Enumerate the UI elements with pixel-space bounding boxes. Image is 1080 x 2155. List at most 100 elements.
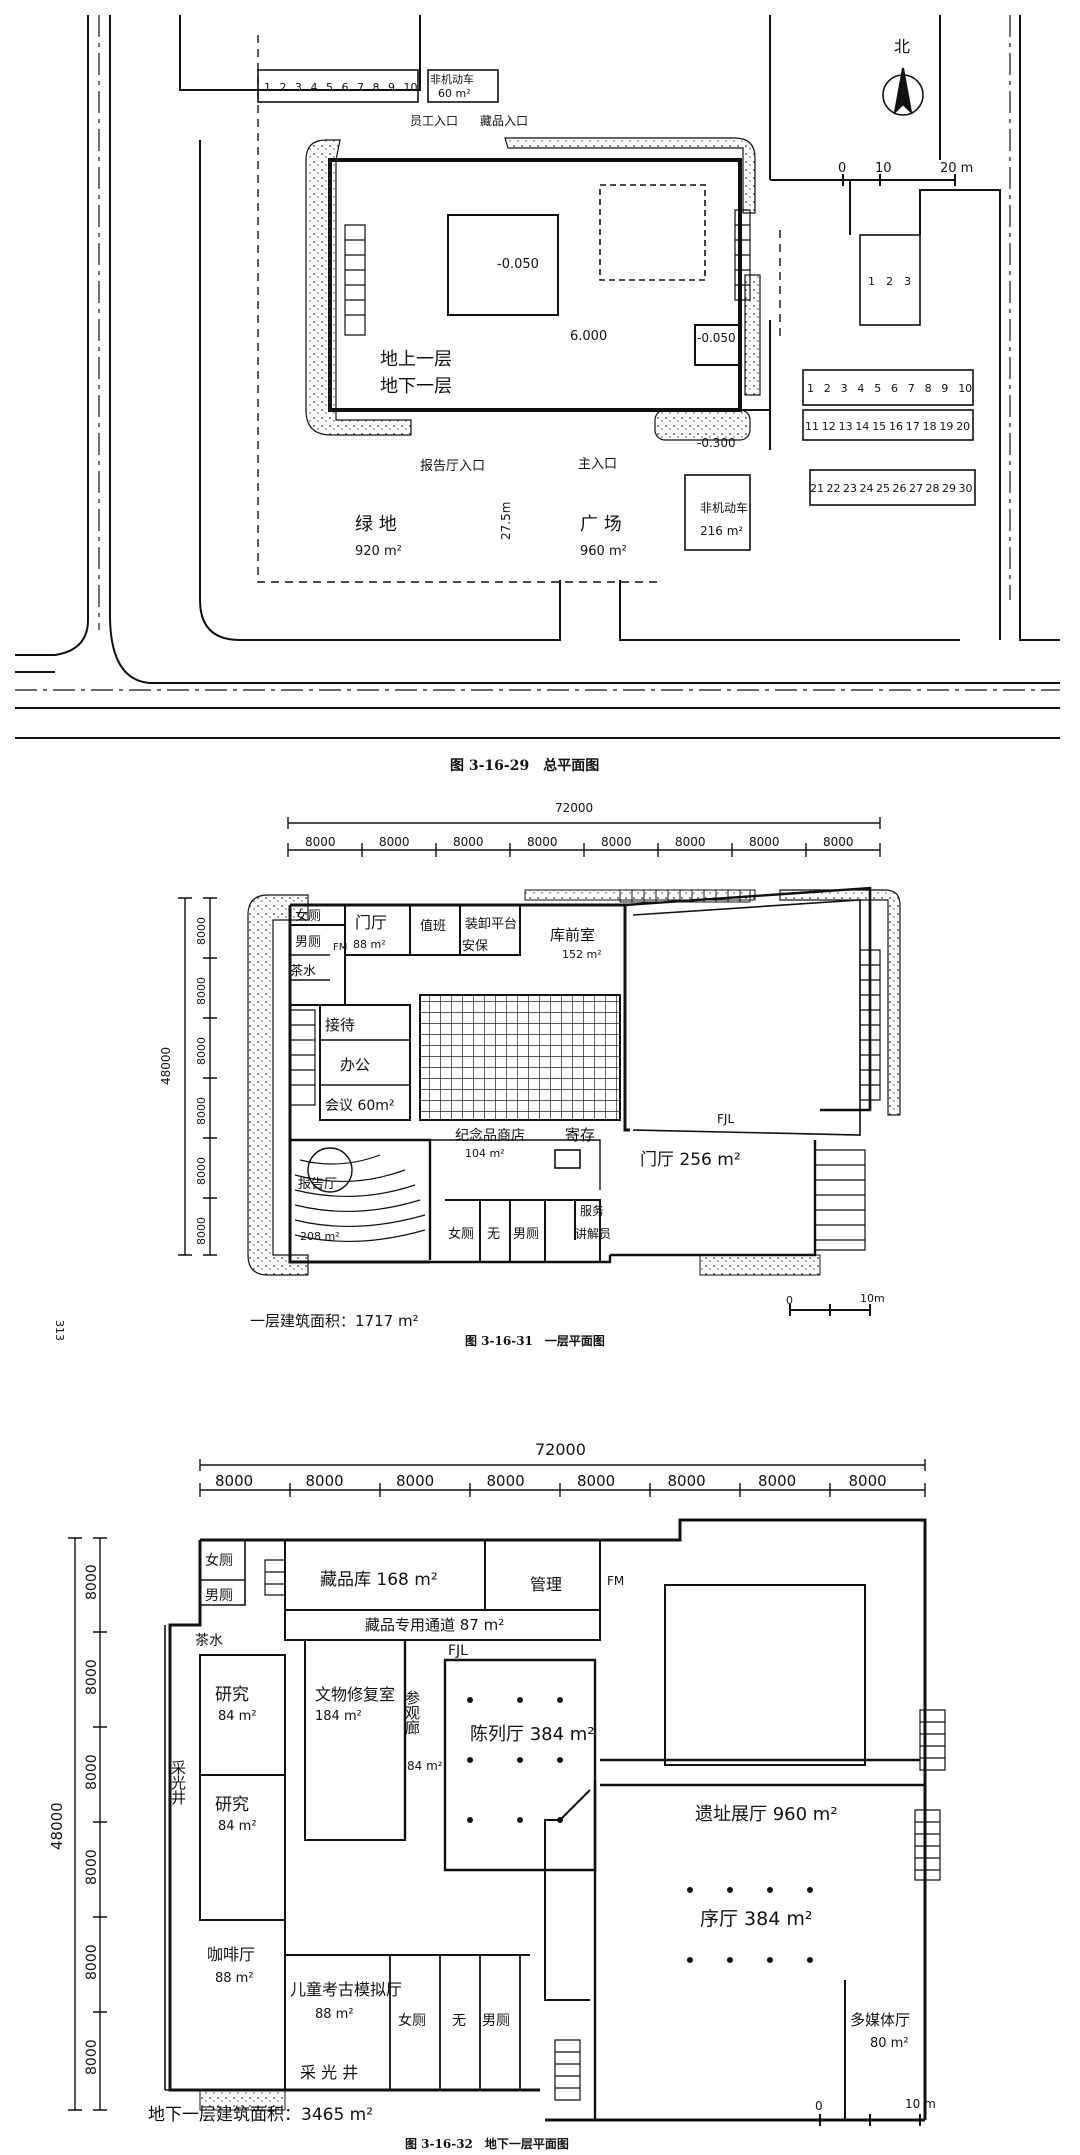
column-dot: [687, 1887, 693, 1893]
parking-number: 15: [872, 420, 886, 433]
f1-bay-dim: 8000: [749, 835, 780, 849]
b-research-2: 研究: [215, 1795, 249, 1815]
f1-vbay-dim: 8000: [195, 1037, 208, 1065]
column-dot: [687, 1957, 693, 1963]
f1-fjl: FJL: [717, 1112, 734, 1126]
parking-number: 25: [876, 482, 890, 495]
f1-vbay-dim: 8000: [195, 917, 208, 945]
plaza-area: 960 m²: [580, 544, 627, 559]
parking-number: 3: [295, 81, 302, 94]
parking-number: 17: [906, 420, 920, 433]
parking-number: 8: [925, 382, 932, 395]
column-dot: [727, 1887, 733, 1893]
parking-number: 1: [868, 275, 875, 288]
floors-up: 地上一层: [380, 349, 452, 370]
f1-shop-area: 104 m²: [465, 1147, 505, 1160]
hall-entry-label: 报告厅入口: [420, 459, 485, 474]
b-area-note: 地下一层建筑面积：3465 m²: [148, 2105, 373, 2125]
parking-number: 1: [807, 382, 814, 395]
first-floor-plan: [178, 817, 901, 1316]
parking-number: 16: [889, 420, 903, 433]
b-vbay-dim: 8000: [84, 1754, 100, 1790]
level-a: -0.050: [497, 257, 539, 272]
parking-number: 30: [959, 482, 973, 495]
f1-tea: 茶水: [290, 963, 316, 979]
green-area: 920 m²: [355, 544, 402, 559]
b-wc-male: 男厕: [205, 1588, 233, 1604]
basement-plan: [68, 1459, 946, 2126]
f1-bay-dim: 8000: [453, 835, 484, 849]
parking-number: 14: [855, 420, 869, 433]
f1-bay-dim: 8000: [527, 835, 558, 849]
museum-footprint: [328, 158, 742, 412]
b-vbay-dim: 8000: [84, 1659, 100, 1695]
f1-wc-male-2: 男厕: [513, 1227, 539, 1242]
b-caption: 图 3-16-32 地下一层平面图: [405, 2136, 569, 2151]
distance-label: 27.5m: [499, 502, 513, 540]
column-dot: [557, 1817, 563, 1823]
f1-area-note: 一层建筑面积：1717 m²: [250, 1312, 419, 1330]
parking-number: 9: [388, 81, 395, 94]
parking-number: 3: [841, 382, 848, 395]
b-bay-dim: 8000: [668, 1472, 706, 1490]
north-label: 北: [894, 37, 910, 56]
column-dot: [807, 1957, 813, 1963]
parking-number: 21: [810, 482, 824, 495]
f1-office: 办公: [340, 1056, 370, 1074]
b-skylight-south: 采 光 井: [300, 2063, 358, 2082]
b-bay-dim: 8000: [215, 1472, 253, 1490]
site-scale-0: 0: [838, 161, 846, 176]
road-edge-south: [109, 15, 1060, 684]
column-dot: [467, 1757, 473, 1763]
column-dot: [807, 1887, 813, 1893]
b-wc-female: 女厕: [205, 1552, 233, 1569]
bike-north-label: 非机动车: [430, 72, 474, 86]
f1-wc-female: 女厕: [295, 908, 321, 924]
column-dot: [767, 1887, 773, 1893]
column-dot: [727, 1957, 733, 1963]
green-label: 绿 地: [355, 514, 397, 535]
parking-number: 7: [357, 81, 364, 94]
parking-number: 24: [860, 482, 874, 495]
f1-wc-accessible: 无: [487, 1227, 500, 1242]
column-dot: [517, 1817, 523, 1823]
b-wc-female-2: 女厕: [398, 2012, 426, 2029]
column-dot: [517, 1697, 523, 1703]
b-exhibit: 陈列厅 384 m²: [470, 1724, 595, 1745]
f1-scale-0: 0: [786, 1294, 793, 1307]
level-d: -0.300: [697, 436, 736, 450]
f1-vbay-dim: 8000: [195, 1157, 208, 1185]
b-vbay-dim: 8000: [84, 1849, 100, 1885]
parking-number: 8: [373, 81, 380, 94]
parking-number: 5: [326, 81, 333, 94]
bike-east-area: 216 m²: [700, 524, 743, 538]
bike-east-label: 非机动车: [700, 500, 748, 515]
plaza-label: 广 场: [580, 514, 622, 535]
column-dot: [557, 1757, 563, 1763]
b-total-dim: 72000: [535, 1440, 586, 1459]
site-caption: 图 3-16-29 总平面图: [450, 757, 599, 774]
f1-guide: 讲解员: [575, 1226, 611, 1241]
f1-prestore: 库前室: [550, 926, 595, 944]
site-scale-10: 10: [875, 161, 892, 176]
b-media: 多媒体厅: [850, 2011, 910, 2029]
b-restore: 文物修复室: [315, 1685, 395, 1704]
b-bay-dim: 8000: [487, 1472, 525, 1490]
f1-auditorium: 报告厅: [298, 1177, 337, 1192]
f1-guard: 安保: [462, 939, 488, 954]
parking-number: 2: [280, 81, 287, 94]
f1-bay-dim: 8000: [823, 835, 854, 849]
f1-reception: 接待: [325, 1016, 355, 1034]
b-bay-dim: 8000: [306, 1472, 344, 1490]
f1-service: 服务: [580, 1203, 604, 1218]
main-entry-label: 主入口: [578, 457, 617, 472]
f1-total-dim: 72000: [555, 801, 593, 815]
column-dot: [467, 1817, 473, 1823]
site-scale-20: 20 m: [940, 161, 973, 176]
b-gallery-area: 84 m²: [407, 1759, 443, 1773]
